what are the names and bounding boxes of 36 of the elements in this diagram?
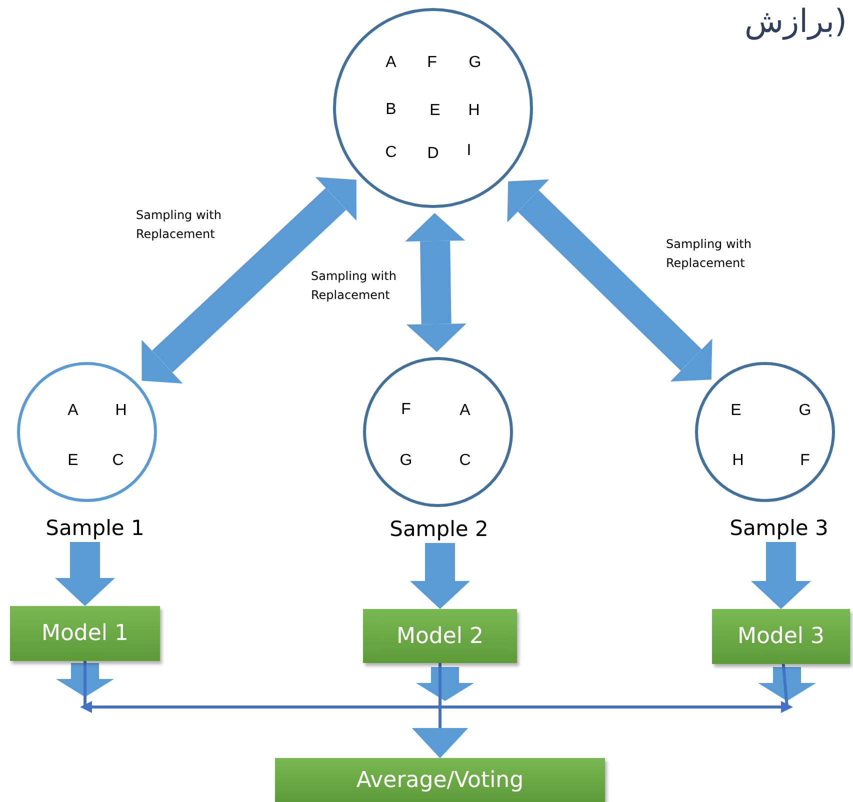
letter: H	[115, 402, 127, 420]
letter: G	[798, 402, 812, 420]
sample-label: Sample 1	[46, 516, 144, 540]
double-arrow	[507, 179, 712, 382]
letter: C	[385, 144, 397, 162]
sample-label: Sample 3	[730, 516, 828, 540]
letter: I	[466, 142, 472, 160]
block-arrow	[55, 542, 115, 606]
letter: C	[112, 452, 124, 470]
letter: F	[427, 54, 437, 72]
letter: E	[730, 402, 742, 420]
letter: A	[386, 54, 396, 72]
letter: D	[427, 145, 439, 163]
block-arrow	[410, 543, 470, 609]
letter: E	[430, 102, 440, 120]
double-arrow	[142, 177, 356, 384]
letter: E	[68, 452, 78, 470]
letter: A	[460, 402, 470, 420]
block-arrow	[751, 542, 811, 609]
letter: C	[459, 452, 471, 470]
letter: A	[68, 402, 78, 420]
letter: B	[386, 101, 396, 119]
model-box: Average/Voting	[275, 758, 605, 802]
heading-text: برازش)	[744, 2, 847, 40]
letter: H	[468, 102, 480, 120]
letter: F	[800, 452, 810, 470]
letter: H	[732, 452, 744, 470]
model-box: Model 3	[712, 609, 850, 664]
letter: G	[400, 452, 412, 470]
sample-label: Sample 2	[390, 517, 488, 541]
model-box: Model 2	[363, 609, 517, 663]
letter: G	[468, 54, 482, 72]
letter: F	[401, 401, 411, 419]
arrow	[412, 663, 468, 758]
model-box: Model 1	[10, 606, 160, 661]
double-arrow	[405, 212, 466, 352]
